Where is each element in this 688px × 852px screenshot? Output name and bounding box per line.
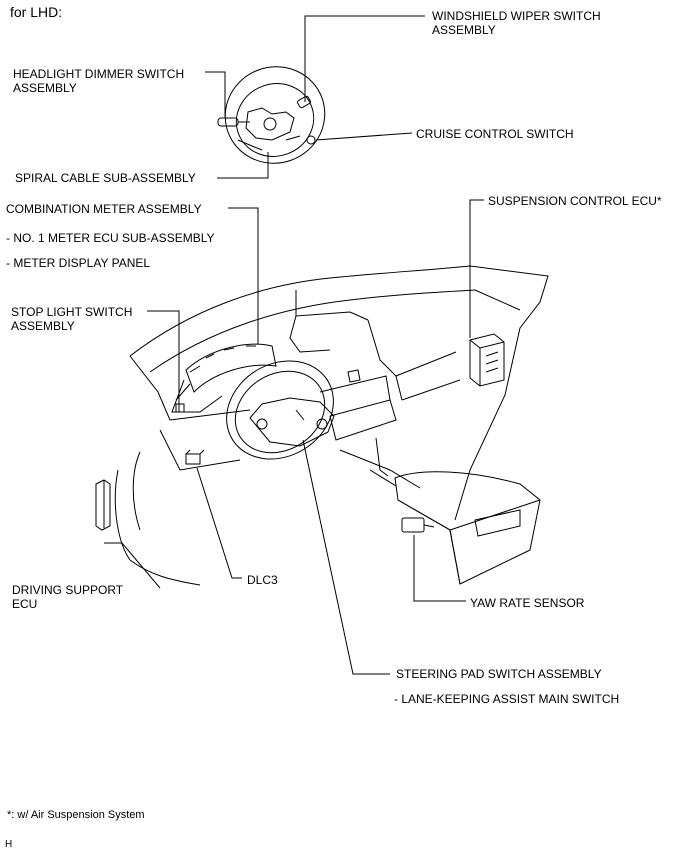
label-combination-meter: COMBINATION METER ASSEMBLY bbox=[6, 202, 202, 216]
footnote: *: w/ Air Suspension System bbox=[7, 809, 145, 821]
dlc3-connector bbox=[185, 449, 205, 465]
dashboard-body bbox=[114, 265, 549, 586]
label-windshield-wiper-2: ASSEMBLY bbox=[432, 23, 496, 37]
label-meter-display: - METER DISPLAY PANEL bbox=[6, 256, 151, 270]
label-dlc3: DLC3 bbox=[247, 573, 278, 587]
center-console bbox=[394, 471, 541, 585]
label-suspension-ecu: SUSPENSION CONTROL ECU* bbox=[488, 194, 662, 208]
label-driving-support: DRIVING SUPPORT bbox=[12, 583, 124, 597]
figure-code: H bbox=[5, 839, 13, 850]
label-lane-keeping: - LANE-KEEPING ASSIST MAIN SWITCH bbox=[394, 692, 620, 706]
page-title: for LHD: bbox=[10, 4, 63, 20]
steering-wheel-detail bbox=[217, 66, 326, 164]
label-cruise-control: CRUISE CONTROL SWITCH bbox=[416, 127, 574, 141]
label-spiral-cable: SPIRAL CABLE SUB-ASSEMBLY bbox=[15, 171, 196, 185]
label-headlight-dimmer: HEADLIGHT DIMMER SWITCH bbox=[13, 67, 185, 81]
main-steering-wheel bbox=[226, 360, 335, 460]
label-stop-light: STOP LIGHT SWITCH bbox=[11, 305, 133, 319]
label-yaw-rate: YAW RATE SENSOR bbox=[470, 596, 585, 610]
label-steering-pad: STEERING PAD SWITCH ASSEMBLY bbox=[396, 667, 602, 681]
label-stop-light-2: ASSEMBLY bbox=[11, 319, 75, 333]
suspension-ecu-box bbox=[469, 333, 505, 387]
label-driving-support-2: ECU bbox=[12, 597, 38, 611]
leader-lines bbox=[104, 15, 484, 675]
label-headlight-dimmer-2: ASSEMBLY bbox=[13, 81, 77, 95]
driving-support-ecu-box bbox=[95, 479, 111, 531]
combination-meter bbox=[171, 343, 277, 413]
label-meter-ecu: - NO. 1 METER ECU SUB-ASSEMBLY bbox=[6, 231, 215, 245]
label-windshield-wiper: WINDSHIELD WIPER SWITCH bbox=[432, 9, 601, 23]
